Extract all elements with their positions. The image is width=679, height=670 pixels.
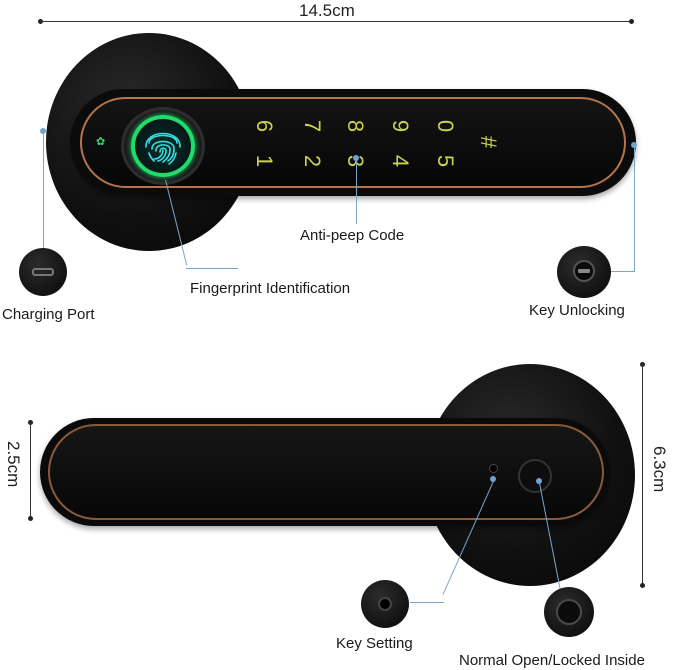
- keypad-key[interactable]: 7: [300, 119, 325, 133]
- pinhole-icon: [378, 597, 392, 611]
- handle-dim-label: 2.5cm: [4, 441, 23, 488]
- keypad-key[interactable]: 5: [433, 154, 458, 168]
- key-setting-label: Key Setting: [336, 635, 413, 652]
- fingerprint-callout-line-h: [186, 268, 238, 269]
- anti-peep-callout-dot: [353, 155, 359, 161]
- key-unlock-callout-line-h: [605, 271, 635, 272]
- key-unlock-inset: [557, 246, 611, 298]
- keypad-key[interactable]: 0: [433, 119, 458, 133]
- fingerprint-sensor[interactable]: [131, 115, 195, 177]
- keypad-key[interactable]: 6: [252, 119, 277, 133]
- keypad-key[interactable]: 1: [252, 154, 277, 168]
- keypad-key[interactable]: 8: [343, 119, 368, 133]
- keypad-key[interactable]: 3: [343, 151, 368, 171]
- normal-open-callout-dot: [536, 478, 542, 484]
- key-unlocking-label: Key Unlocking: [529, 302, 625, 319]
- width-dim-label: 14.5cm: [299, 1, 355, 20]
- thumb-knob-icon: [556, 599, 582, 625]
- keypad-key[interactable]: 2: [300, 154, 325, 168]
- charging-callout-line: [43, 133, 44, 258]
- handle-dim-line: [30, 422, 31, 518]
- charging-port-label: Charging Port: [2, 306, 95, 323]
- status-led-icon: ✿: [96, 136, 106, 148]
- handle-back-trim: [48, 424, 604, 520]
- normal-open-knob[interactable]: [518, 459, 552, 493]
- normal-open-inset: [544, 587, 594, 637]
- rose-dim-label: 6.3cm: [650, 446, 669, 493]
- rose-dim-line: [642, 364, 643, 586]
- key-setting-callout-dot: [490, 476, 496, 482]
- rose-dim-bottom-end: [640, 583, 645, 588]
- width-dim-line: [40, 21, 632, 22]
- anti-peep-callout-line: [356, 160, 357, 224]
- keyhole-icon: [573, 260, 595, 282]
- fingerprint-label: Fingerprint Identification: [190, 280, 351, 297]
- width-dim-right-end: [629, 19, 634, 24]
- charging-port-inset: [19, 248, 67, 296]
- keypad-key[interactable]: #: [476, 135, 501, 149]
- handle-dim-bottom-end: [28, 516, 33, 521]
- key-setting-callout-line-h: [410, 602, 444, 603]
- keypad-key[interactable]: 4: [388, 154, 413, 168]
- key-setting-pinhole[interactable]: [489, 464, 498, 473]
- normal-open-label: Normal Open/Locked Inside: [459, 652, 645, 669]
- key-setting-inset: [361, 580, 409, 628]
- fingerprint-icon: [145, 132, 181, 165]
- key-unlock-callout-line-v: [634, 147, 635, 271]
- keypad-key[interactable]: 9: [388, 119, 413, 133]
- charging-callout-dot: [40, 128, 46, 134]
- anti-peep-label: Anti-peep Code: [300, 227, 405, 244]
- key-unlock-callout-dot: [631, 142, 637, 148]
- usb-port-icon: [32, 268, 54, 276]
